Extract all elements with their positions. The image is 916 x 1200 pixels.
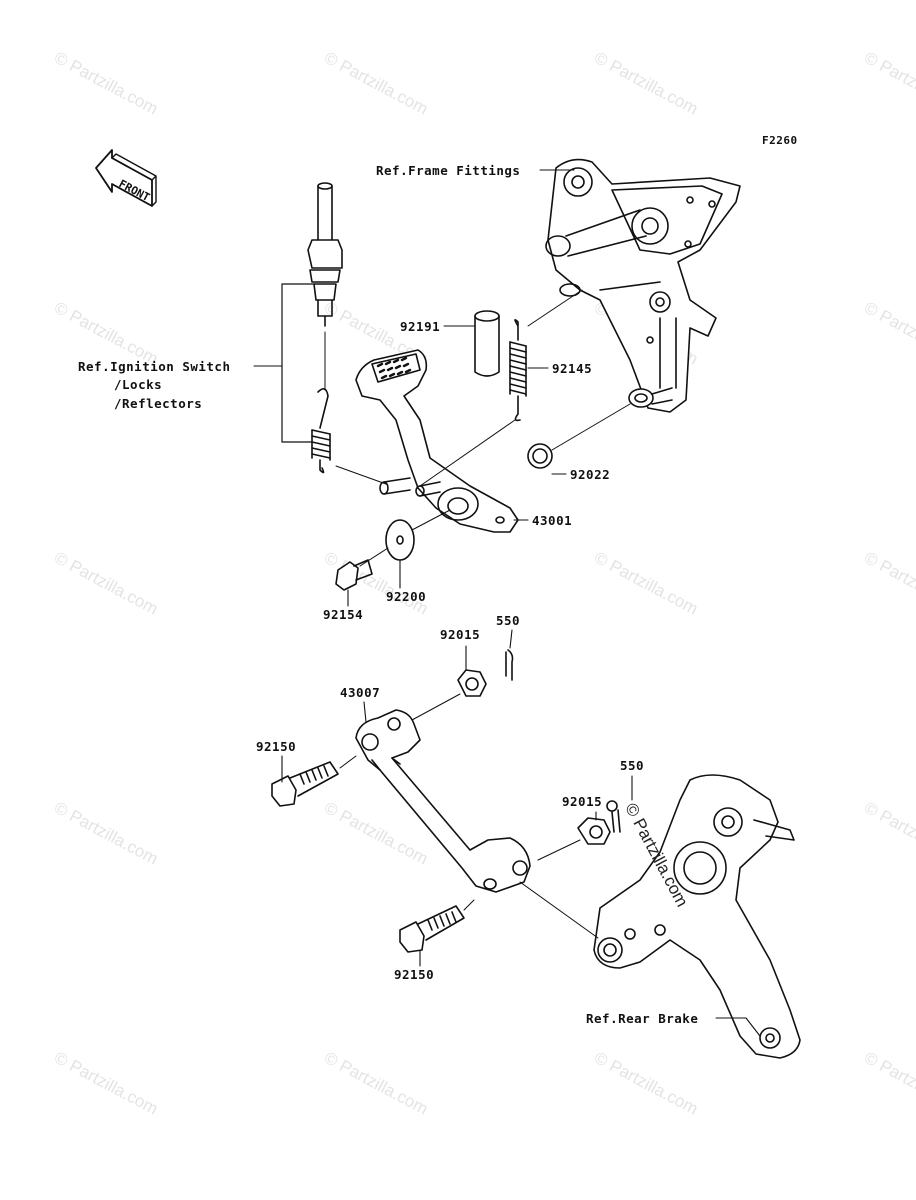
brake-pedal-43001 xyxy=(355,349,519,533)
front-arrow-icon: FRONT xyxy=(95,149,157,207)
part-label-92150-lower[interactable]: 92150 xyxy=(394,967,435,982)
part-label-43001[interactable]: 43001 xyxy=(532,513,573,528)
pivot-shaft xyxy=(628,387,673,408)
part-label-92022[interactable]: 92022 xyxy=(570,467,611,482)
cotter-pin-550-lower xyxy=(606,800,621,833)
part-label-92015-lower[interactable]: 92015 xyxy=(562,794,603,809)
part-label-43007[interactable]: 43007 xyxy=(340,685,381,700)
brake-light-switch xyxy=(307,182,343,391)
bushing-sleeve-92191 xyxy=(474,310,500,377)
bolt-92150-upper xyxy=(271,761,339,807)
part-label-92154[interactable]: 92154 xyxy=(323,607,364,622)
bolt-92150-lower xyxy=(399,905,465,953)
ref-bracket xyxy=(281,283,315,443)
return-spring-92145 xyxy=(509,318,527,422)
part-label-92191[interactable]: 92191 xyxy=(400,319,441,334)
diagram-code: F2260 xyxy=(762,134,798,147)
rear-brake-lever xyxy=(593,774,801,1059)
ref-rear-brake-label: Ref.Rear Brake xyxy=(586,1011,699,1026)
assembly-lines xyxy=(335,289,631,939)
part-label-92015-upper[interactable]: 92015 xyxy=(440,627,481,642)
ref-reflectors-label: /Reflectors xyxy=(114,396,203,411)
washer-92022 xyxy=(527,443,553,469)
nut-92015-lower xyxy=(577,817,611,845)
part-label-92150-upper[interactable]: 92150 xyxy=(256,739,297,754)
switch-spring xyxy=(311,388,331,474)
part-label-550-lower[interactable]: 550 xyxy=(620,758,645,773)
ref-locks-label: /Locks xyxy=(114,377,163,392)
washer-92200 xyxy=(385,519,415,561)
part-label-550-upper[interactable]: 550 xyxy=(496,613,521,628)
leader-lines xyxy=(253,169,761,1037)
part-label-92145[interactable]: 92145 xyxy=(552,361,593,376)
ref-ignition-switch-label: Ref.Ignition Switch xyxy=(78,359,231,374)
cotter-pin-550-upper xyxy=(505,649,514,681)
bolt-92154 xyxy=(335,559,373,591)
part-label-92200[interactable]: 92200 xyxy=(386,589,427,604)
frame-fitting-bracket xyxy=(545,158,741,413)
linkage-rod-43007 xyxy=(355,709,531,893)
ref-frame-fittings-label: Ref.Frame Fittings xyxy=(376,163,521,178)
nut-92015-upper xyxy=(457,669,487,697)
